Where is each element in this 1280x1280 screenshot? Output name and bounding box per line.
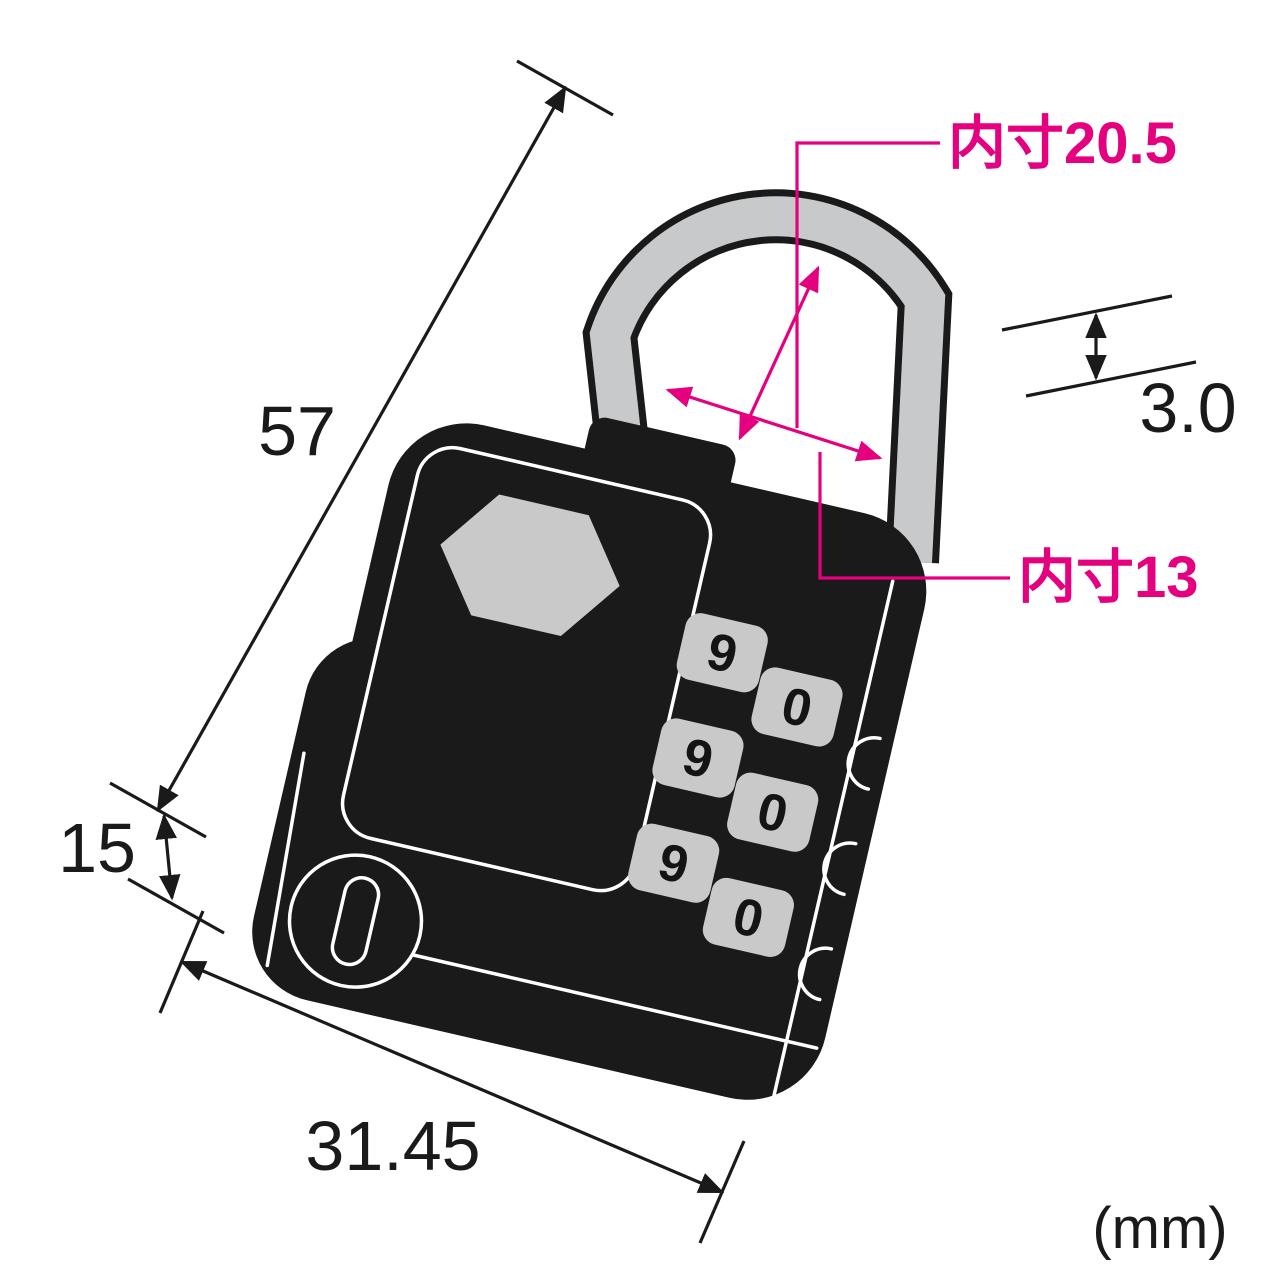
dimension-body-width: 31.45 [158, 910, 746, 1244]
side-face-seam [265, 751, 306, 968]
dimension-shackle-thickness: 3.0 [1001, 294, 1237, 447]
dial-key [702, 877, 794, 958]
shackle-steel [589, 196, 946, 563]
lock-body: 9 0 9 0 9 0 [252, 417, 927, 1100]
dial-row: 9 0 [676, 613, 843, 747]
extension-tick [1025, 360, 1197, 398]
dial-edge-notch [797, 946, 834, 1002]
dimension-overall-height: 57 [109, 59, 614, 839]
dimension-shackle-thickness-label: 3.0 [1139, 369, 1236, 447]
dial-row: 9 0 [628, 823, 794, 958]
dimension-bottom-height-label: 15 [58, 809, 136, 887]
keyhole-slot [330, 876, 381, 967]
dial-key [751, 667, 843, 747]
body-front-face [287, 423, 927, 1100]
inner-height-arrow [738, 265, 820, 441]
keyhole-ring [287, 853, 424, 989]
dimension-line [179, 960, 725, 1194]
dimension-overall-height-label: 57 [258, 392, 336, 470]
dimension-line [155, 813, 181, 901]
dial-key [628, 823, 720, 903]
unit-label: (mm) [1092, 1196, 1227, 1261]
leader-line [818, 452, 1010, 580]
shackle [582, 189, 953, 564]
dimension-body-width-label: 31.45 [305, 1107, 480, 1185]
dial-key [727, 772, 819, 852]
dial-key [676, 613, 768, 693]
dimension-line [156, 85, 567, 813]
front-panel-outline [340, 445, 713, 893]
dial-key [652, 718, 744, 798]
extension-tick [158, 910, 205, 1014]
extension-tick [1001, 294, 1173, 332]
dial-row: 9 0 [652, 718, 819, 852]
dial-edge-notch [846, 736, 882, 791]
inner-height-label: 内寸13 [1018, 545, 1199, 610]
extension-tick [127, 877, 225, 935]
dial-strip-seam [772, 579, 895, 1098]
tsa-badge-hexagon [440, 494, 620, 637]
dial-edge-notch [822, 841, 858, 897]
inner-width-label: 内寸20.5 [948, 111, 1177, 176]
annotation-inner-height: 内寸13 [738, 265, 1199, 610]
dimension-bottom-height: 15 [58, 809, 225, 935]
